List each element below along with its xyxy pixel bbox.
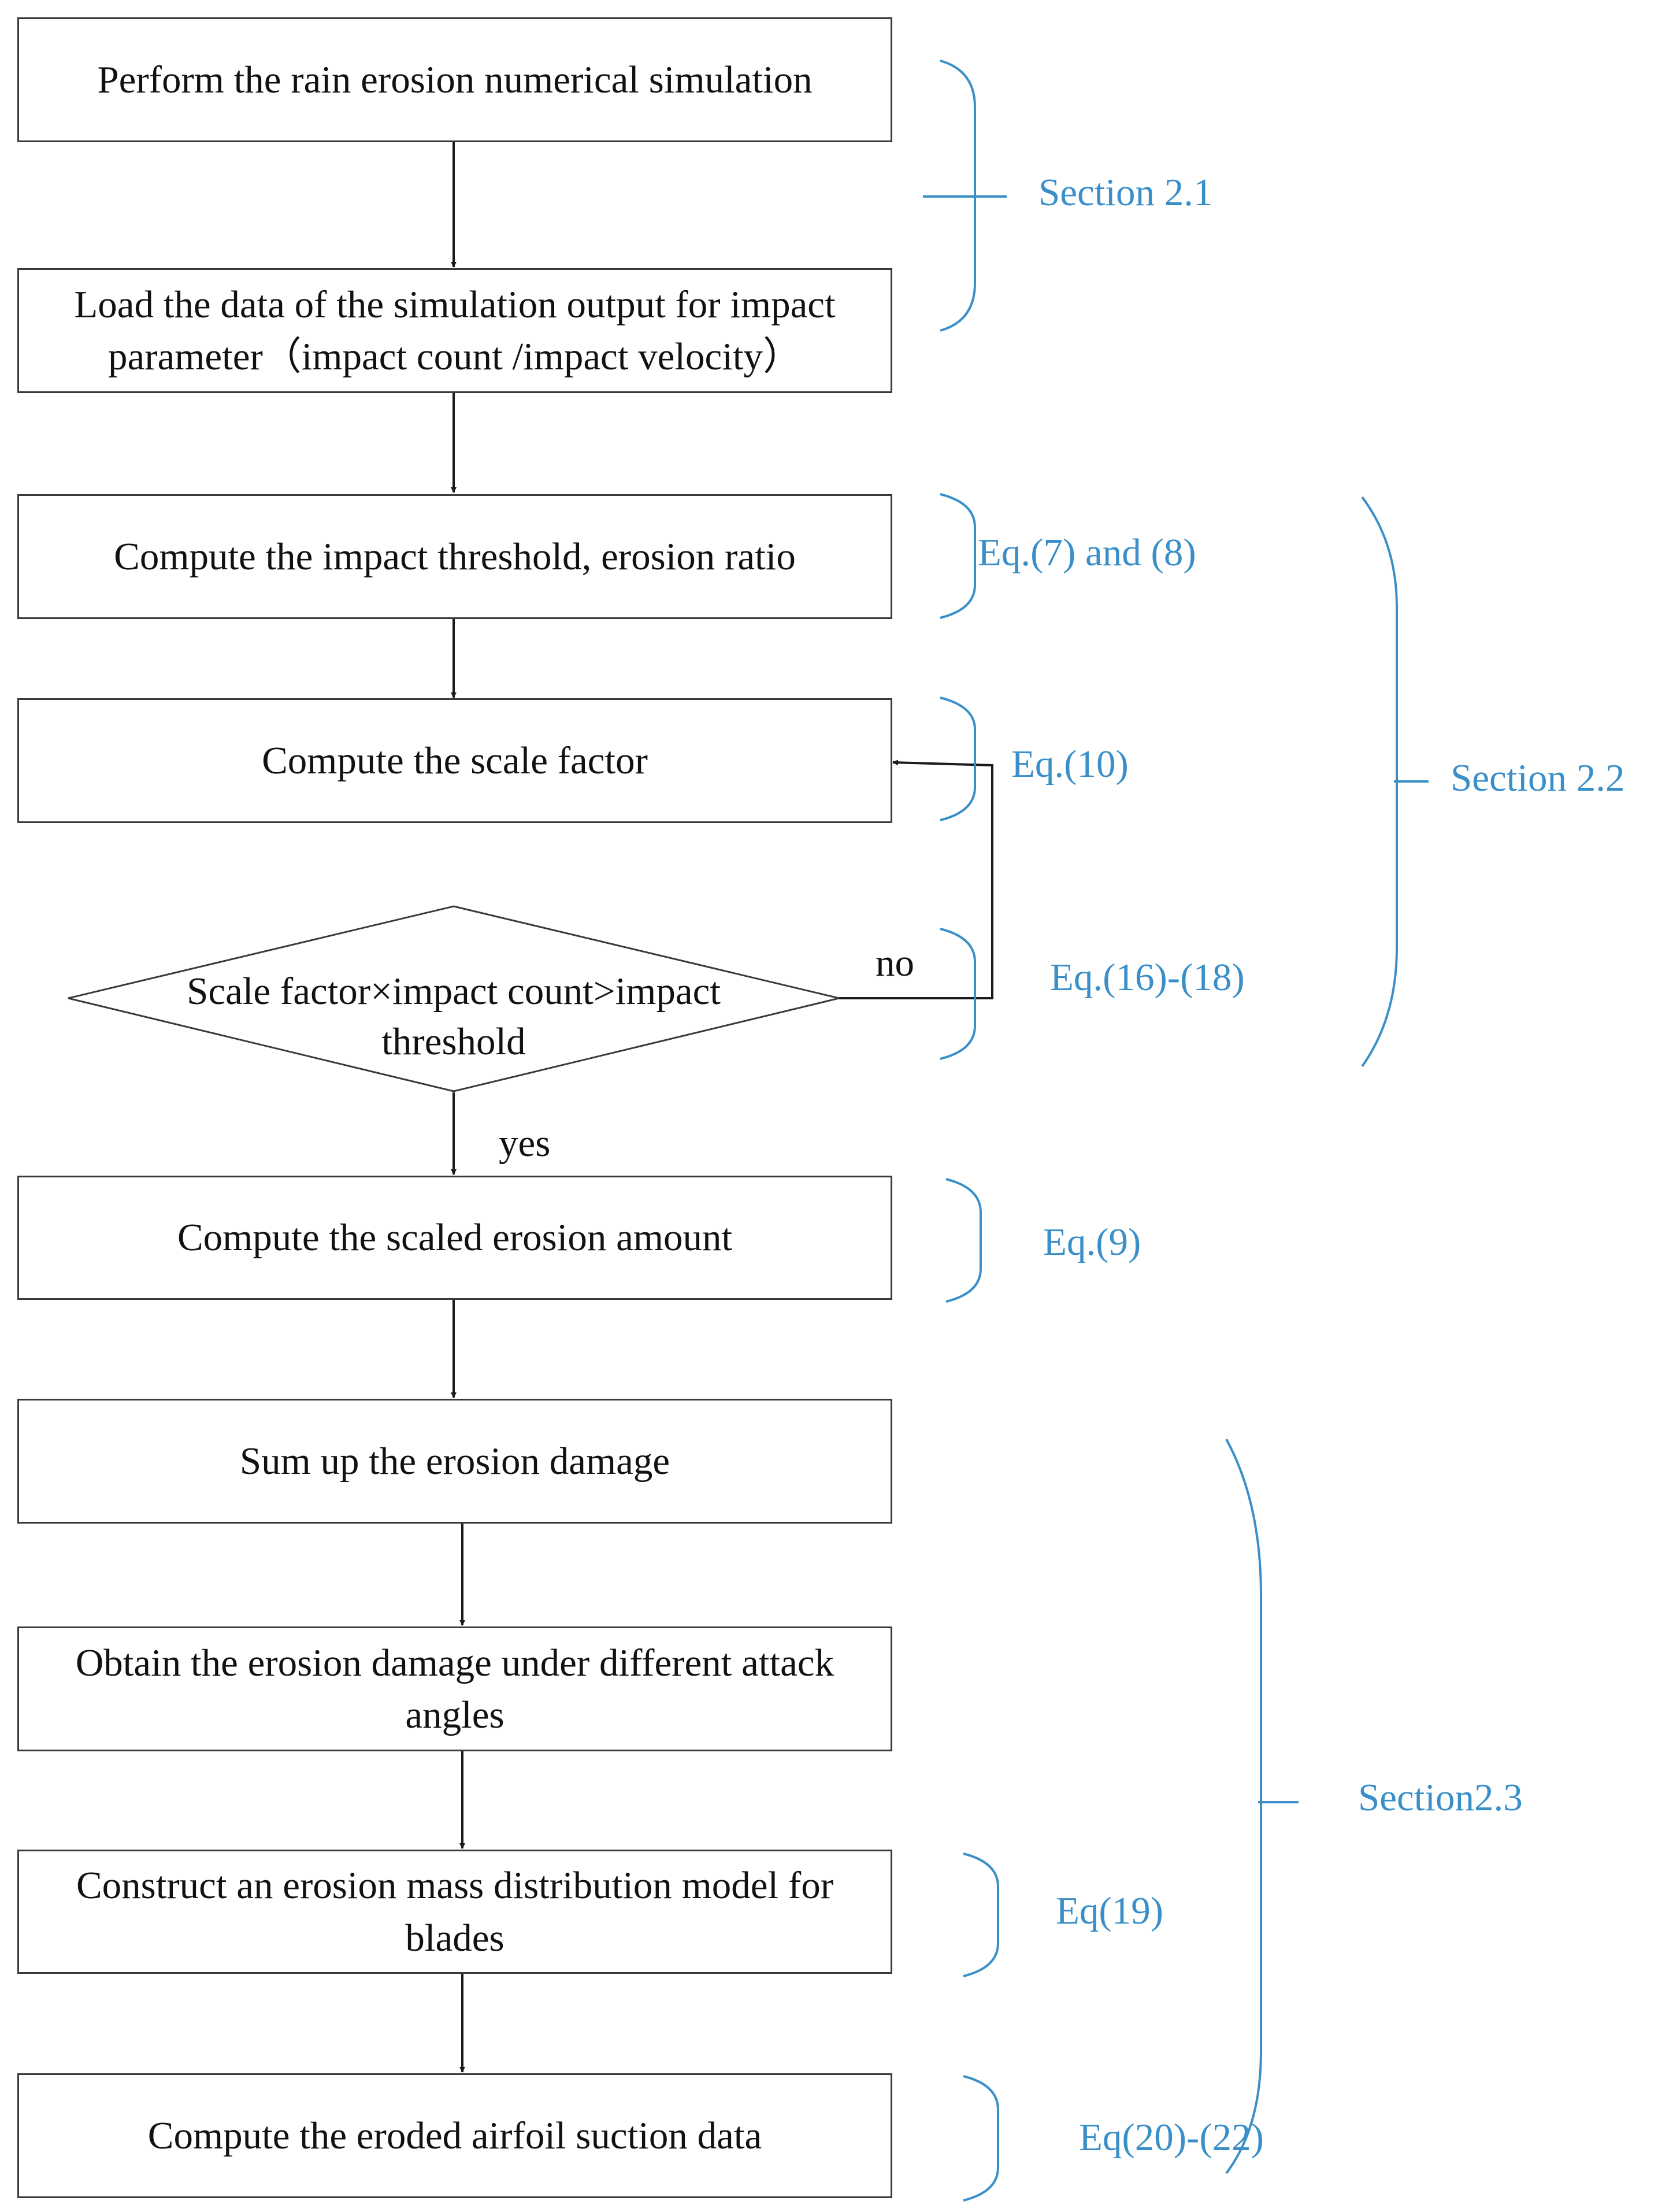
brace-eq-7-8 [940,493,976,619]
branch-yes-label: yes [499,1122,551,1165]
brace-section-2-1 [940,60,976,332]
ref-eq-9: Eq.(9) [1043,1221,1141,1264]
step-sum-damage-box: Sum up the erosion damage [17,1399,892,1524]
step-scaled-amount-box: Compute the scaled erosion amount [17,1176,892,1300]
brace-eq-10 [940,696,976,821]
ref-eq-10: Eq.(10) [1011,743,1129,785]
brace-section-2-2 [1361,496,1398,1068]
decision-condition-text: Scale factor×impact count>impact thresho… [187,970,721,1064]
brace-eq-16-18 [940,928,976,1060]
ref-eq-16-18: Eq.(16)-(18) [1050,956,1245,999]
brace-eq-20-22 [963,2075,999,2202]
ref-eq-7-8: Eq.(7) and (8) [978,531,1196,574]
step-mass-model-box: Construct an erosion mass distribution m… [17,1850,892,1974]
brace-section-2-3 [1225,1439,1262,2174]
ref-section-2-3: Section2.3 [1358,1776,1523,1819]
ref-section-2-1: Section 2.1 [1038,171,1213,214]
step-load-data-box: Load the data of the simulation output f… [17,268,892,393]
step-attack-angles-box: Obtain the erosion damage under differen… [17,1626,892,1751]
step-threshold-ratio-box: Compute the impact threshold, erosion ra… [17,494,892,619]
ref-eq-19: Eq(19) [1056,1889,1164,1932]
step-scale-factor-box: Compute the scale factor [17,698,892,823]
decision-diamond [68,905,840,1092]
arrow-no-loop [839,759,993,999]
branch-no-label: no [876,942,914,984]
step-suction-data-box: Compute the eroded airfoil suction data [17,2073,892,2198]
brace-eq-9 [945,1178,982,1303]
ref-eq-20-22: Eq(20)-(22) [1079,2116,1264,2159]
step-simulate-box: Perform the rain erosion numerical simul… [17,17,892,142]
ref-section-2-2: Section 2.2 [1451,757,1625,799]
brace-eq-19 [963,1852,999,1977]
